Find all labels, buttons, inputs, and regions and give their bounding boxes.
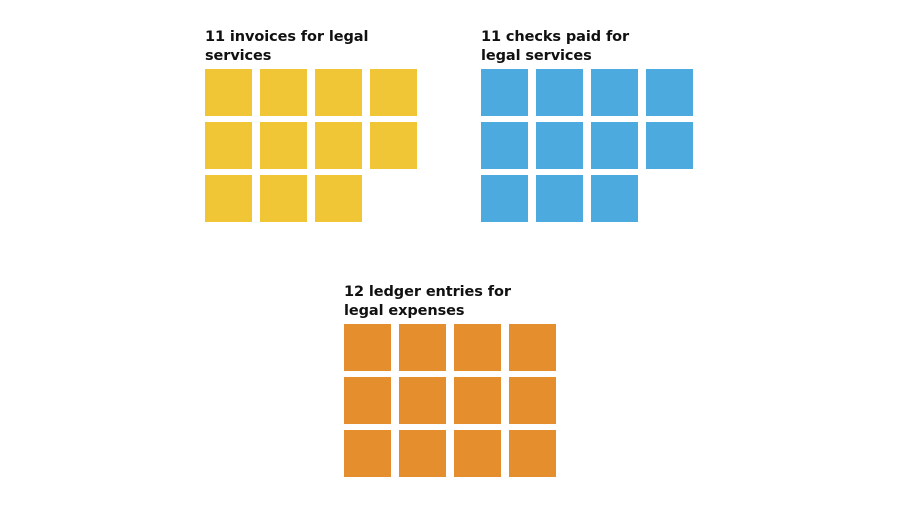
unit-square [481,69,528,116]
unit-square [509,377,556,424]
unit-square [536,69,583,116]
ledger-grid [344,324,556,477]
unit-square [509,430,556,477]
unit-square [399,430,446,477]
unit-square [454,324,501,371]
unit-square [315,122,362,169]
unit-square [454,377,501,424]
unit-square [260,69,307,116]
unit-square [344,430,391,477]
unit-square [646,69,693,116]
unit-square [481,122,528,169]
checks-title: 11 checks paid for legal services [481,29,630,64]
unit-square [370,69,417,116]
unit-square [370,122,417,169]
unit-square [454,430,501,477]
unit-square [205,122,252,169]
unit-square [481,175,528,222]
unit-square [399,324,446,371]
invoices-title: 11 invoices for legal services [205,29,369,64]
unit-square [344,324,391,371]
unit-square [260,175,307,222]
unit-square [260,122,307,169]
unit-square [509,324,556,371]
unit-square [646,122,693,169]
unit-square [205,69,252,116]
unit-square [315,175,362,222]
unit-square [591,122,638,169]
checks-grid [481,69,693,222]
unit-square [591,175,638,222]
unit-square [205,175,252,222]
unit-square [344,377,391,424]
unit-square [399,377,446,424]
unit-square [315,69,362,116]
ledger-title: 12 ledger entries for legal expenses [344,284,511,319]
invoices-grid [205,69,417,222]
unit-square [536,122,583,169]
unit-square [536,175,583,222]
unit-square [591,69,638,116]
